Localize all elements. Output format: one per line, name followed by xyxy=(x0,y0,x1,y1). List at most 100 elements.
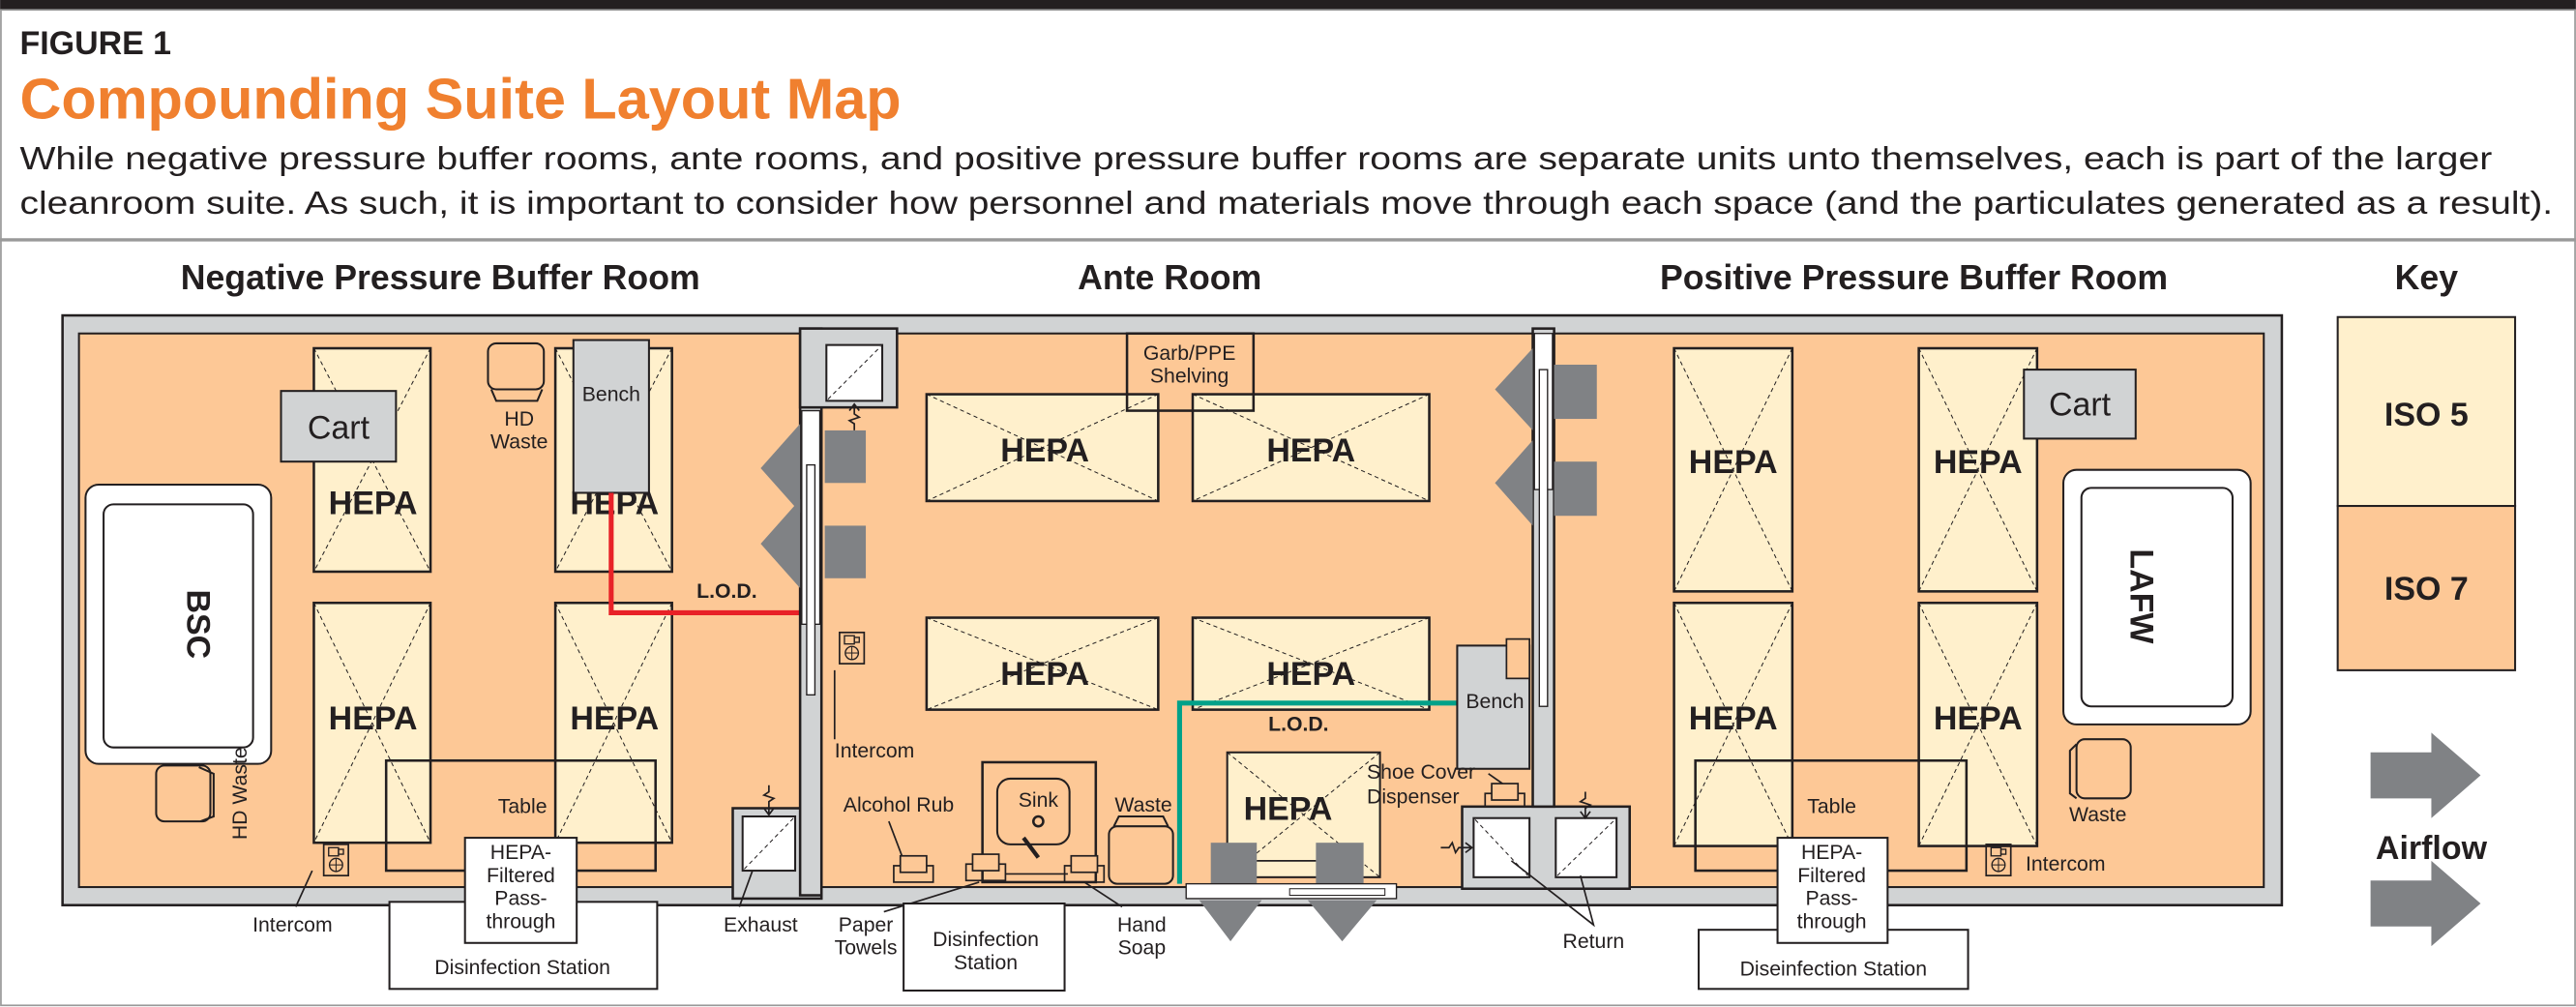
heading-negative-room: Negative Pressure Buffer Room xyxy=(181,258,700,297)
hepa-filter: HEPA xyxy=(1917,346,2039,593)
intercom-label: Intercom xyxy=(2026,853,2106,875)
leader-line xyxy=(1083,881,1123,908)
hepa-diagonal xyxy=(926,617,1159,711)
pass-through xyxy=(1776,837,1889,944)
hd-waste-side-label: HD Waste xyxy=(229,747,252,840)
airflow-block xyxy=(1316,843,1364,884)
return-airflow-icon xyxy=(1578,791,1592,820)
hepa-diagonal xyxy=(554,603,673,844)
bench xyxy=(572,339,650,494)
leader-line xyxy=(883,881,980,913)
figure-description-line-2: cleanroom suite. As such, it is importan… xyxy=(19,186,2553,222)
pass-through-label: through xyxy=(486,910,555,933)
ante-room: HEPA HEPA HEPA HEPA Garb/PPE Shelving In… xyxy=(833,332,1632,992)
cart xyxy=(280,390,398,463)
hepa-diagonal xyxy=(313,603,431,844)
bsc-work-surface xyxy=(103,503,254,749)
hepa-filter: HEPA xyxy=(312,601,432,844)
paper-towels-label: Towels xyxy=(835,937,898,960)
alcohol-rub-label: Alcohol Rub xyxy=(844,794,954,816)
waste-bin-icon xyxy=(2068,738,2132,800)
pass-through-label: Filtered xyxy=(487,865,555,887)
cart-label: Cart xyxy=(2049,387,2112,424)
hepa-label: HEPA xyxy=(1266,432,1355,469)
hepa-label: HEPA xyxy=(1266,656,1355,693)
hepa-diagonal xyxy=(1192,394,1430,502)
hepa-filter: HEPA xyxy=(1673,601,1794,847)
airflow-block xyxy=(824,429,867,484)
table-label: Table xyxy=(1807,796,1856,818)
figure-description-line-1: While negative pressure buffer rooms, an… xyxy=(19,141,2492,177)
garb-label: Garb/PPE xyxy=(1143,342,1236,365)
line-of-demarcation-red xyxy=(608,492,806,615)
bench-label: Bench xyxy=(582,383,640,405)
hepa-label: HEPA xyxy=(1934,700,2023,737)
leader-line xyxy=(295,870,313,907)
lod-label: L.O.D. xyxy=(1268,714,1328,736)
pass-through-label: Pass- xyxy=(494,888,547,910)
intercom-label: Intercom xyxy=(252,914,333,936)
divider-wall-left xyxy=(760,327,899,897)
hd-waste-label-line-2: Waste xyxy=(490,431,548,454)
airflow-arrow-icon xyxy=(1199,900,1262,942)
lafw-label: LAFW xyxy=(2123,548,2160,644)
hepa-filter: HEPA xyxy=(925,393,1160,503)
hepa-label: HEPA xyxy=(1689,700,1778,737)
lod-label: L.O.D. xyxy=(696,580,756,603)
hepa-filter: HEPA xyxy=(925,616,1160,711)
hepa-label: HEPA xyxy=(570,700,659,737)
hepa-diagonal xyxy=(926,394,1159,502)
pass-through-label: through xyxy=(1797,910,1867,933)
positive-room: HEPA HEPA HEPA HEPA Cart LAFW Table Dise… xyxy=(1673,346,2252,991)
exhaust-label: Exhaust xyxy=(724,914,798,936)
hepa-filter: HEPA xyxy=(1917,601,2039,847)
hepa-diagonal xyxy=(1918,347,2038,592)
hd-waste-icon xyxy=(487,341,546,402)
table-label: Table xyxy=(498,796,548,818)
pass-through-label: Filtered xyxy=(1797,865,1866,887)
hepa-filter: HEPA xyxy=(1673,346,1794,593)
disinfection-station-label: Diseinfection Station xyxy=(1740,959,1927,981)
hand-soap-label: Soap xyxy=(1118,937,1167,960)
sink-counter xyxy=(981,760,1098,884)
hepa-filter: HEPA xyxy=(553,601,673,844)
door-slider xyxy=(806,463,816,696)
airflow-block xyxy=(1210,843,1258,884)
shoe-cover-label: Shoe Cover xyxy=(1367,761,1475,784)
garb-label: Shelving xyxy=(1150,366,1229,388)
return-airflow-icon xyxy=(847,402,862,430)
shoe-cover-label: Dispenser xyxy=(1367,785,1460,808)
hepa-label: HEPA xyxy=(329,700,418,737)
airflow-arrow-icon xyxy=(1307,900,1377,942)
negative-room: HEPA HEPA HEPA HEPA Cart Bench HD Waste … xyxy=(84,339,823,991)
hd-waste-label-line-1: HD xyxy=(504,408,534,430)
sink-label: Sink xyxy=(1019,789,1059,812)
heading-positive-room: Positive Pressure Buffer Room xyxy=(1660,258,2168,297)
hepa-diagonal xyxy=(1673,347,1793,592)
hepa-label: HEPA xyxy=(1000,656,1089,693)
paper-towels-label: Paper xyxy=(839,914,894,936)
ante-exit-door[interactable] xyxy=(1185,882,1398,942)
disinfection-station xyxy=(903,902,1066,992)
hd-waste-icon xyxy=(155,764,215,823)
airflow-arrow-icon xyxy=(1495,348,1533,430)
hepa-diagonal xyxy=(1192,617,1430,711)
hepa-diagonal xyxy=(926,617,1159,711)
hepa-label: HEPA xyxy=(1934,444,2023,481)
hand-soap-label: Hand xyxy=(1117,914,1167,936)
garb-ppe-shelving xyxy=(1125,332,1256,412)
lafw-work-surface xyxy=(2080,487,2234,708)
top-bar xyxy=(0,0,2576,11)
hepa-label: HEPA xyxy=(1689,444,1778,481)
bench-fixture xyxy=(1505,637,1530,680)
figure-title: Compounding Suite Layout Map xyxy=(19,66,901,131)
hepa-label: HEPA xyxy=(1244,790,1333,827)
key-swatch-iso7 xyxy=(2336,505,2517,671)
heading-key: Key xyxy=(2395,258,2459,297)
divider-wall-right xyxy=(1495,327,1597,809)
heading-ante-room: Ante Room xyxy=(1078,258,1261,297)
hepa-filter: HEPA xyxy=(1191,393,1431,503)
airflow-arrow-icon xyxy=(760,424,801,513)
return-label: Return xyxy=(1563,931,1625,953)
